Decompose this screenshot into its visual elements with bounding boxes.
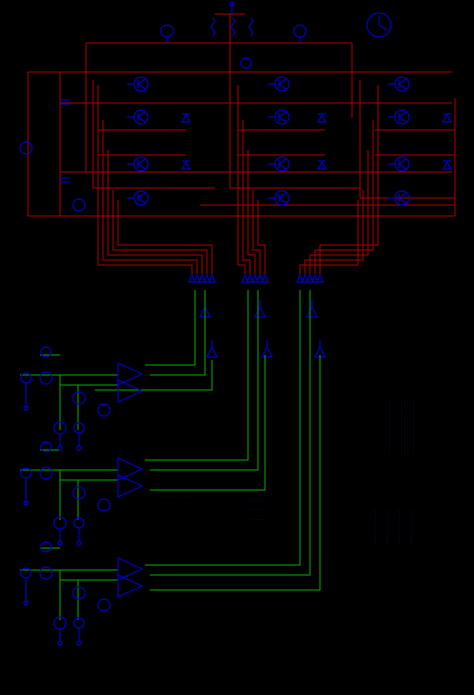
connector-row xyxy=(188,273,326,358)
connector-pin xyxy=(246,273,254,283)
transistor xyxy=(127,190,149,206)
connector-pin xyxy=(198,273,206,283)
connector-pin xyxy=(208,273,216,283)
svg-text:..................: .................. xyxy=(383,511,390,545)
faint-labels: .............................. .........… xyxy=(160,398,416,545)
buffer-icon xyxy=(206,340,218,358)
transistor xyxy=(388,109,410,125)
transistor xyxy=(127,109,149,125)
source-icon xyxy=(40,346,52,358)
transistor xyxy=(127,156,149,172)
connector-pin xyxy=(256,273,264,283)
connector-pin xyxy=(301,273,309,283)
transistor xyxy=(72,486,86,500)
svg-text:..............................: .............................. xyxy=(409,398,416,455)
transistor xyxy=(268,190,290,206)
svg-text:..................: .................. xyxy=(371,511,378,545)
connector-pin xyxy=(306,273,314,283)
svg-text:..................: .................. xyxy=(395,511,402,545)
source-icon xyxy=(73,617,85,629)
opamp-icon xyxy=(117,457,144,481)
transistor xyxy=(97,498,111,512)
diode-icon xyxy=(316,160,328,170)
transistor xyxy=(268,109,290,125)
source-icon xyxy=(73,517,85,529)
amplifier-stage xyxy=(20,346,144,451)
svg-text:..................: .................. xyxy=(407,511,414,545)
transistor xyxy=(127,76,149,92)
buffer-icon xyxy=(261,340,273,358)
transistor xyxy=(97,598,111,612)
buffer-icon xyxy=(306,300,318,318)
connector-pin xyxy=(188,273,196,283)
buffer-icon xyxy=(314,340,326,358)
diode-icon xyxy=(441,160,453,170)
diode-icon xyxy=(180,160,192,170)
red-bus-lines xyxy=(97,85,379,275)
opamp-icon xyxy=(117,474,144,498)
transistor xyxy=(388,76,410,92)
connector-pin xyxy=(261,273,269,283)
diode-icon xyxy=(441,113,453,123)
connector-pin xyxy=(311,273,319,283)
amplifier-stage xyxy=(20,541,144,646)
connector-pin xyxy=(241,273,249,283)
amplifier-stage xyxy=(20,441,144,546)
opamp-icon xyxy=(117,574,144,598)
connector-pin xyxy=(296,273,304,283)
transistor xyxy=(268,156,290,172)
transistor xyxy=(268,76,290,92)
svg-text:.................: ................. xyxy=(160,493,193,500)
connector-pin xyxy=(193,273,201,283)
amplifier-stages xyxy=(20,346,144,646)
transistor xyxy=(388,156,410,172)
source-icon xyxy=(39,466,53,480)
svg-text:..........: .......... xyxy=(246,505,265,512)
svg-text:..........: .......... xyxy=(246,515,265,522)
power-rails xyxy=(27,13,456,217)
opamp-icon xyxy=(117,362,144,386)
transistor xyxy=(97,403,111,417)
opamp-icon xyxy=(117,557,144,581)
diode-icon xyxy=(180,113,192,123)
transistor-array xyxy=(127,76,453,206)
svg-text:..........: .......... xyxy=(246,495,265,502)
source-icon xyxy=(39,566,53,580)
opamp-icon xyxy=(117,379,144,403)
svg-text:..............................: .............................. xyxy=(385,398,392,455)
source-icon xyxy=(40,541,52,553)
source-icon xyxy=(39,371,53,385)
svg-text:..............................: .............................. xyxy=(397,398,404,455)
connector-pin xyxy=(251,273,259,283)
buffer-icon xyxy=(254,300,266,318)
top-components xyxy=(19,1,392,212)
signal-wires xyxy=(20,290,321,620)
source-icon xyxy=(73,422,85,434)
connector-pin xyxy=(203,273,211,283)
transistor xyxy=(388,190,410,206)
transistor xyxy=(72,391,86,405)
source-icon xyxy=(40,441,52,453)
transistor xyxy=(72,586,86,600)
diode-icon xyxy=(316,113,328,123)
connector-pin xyxy=(316,273,324,283)
